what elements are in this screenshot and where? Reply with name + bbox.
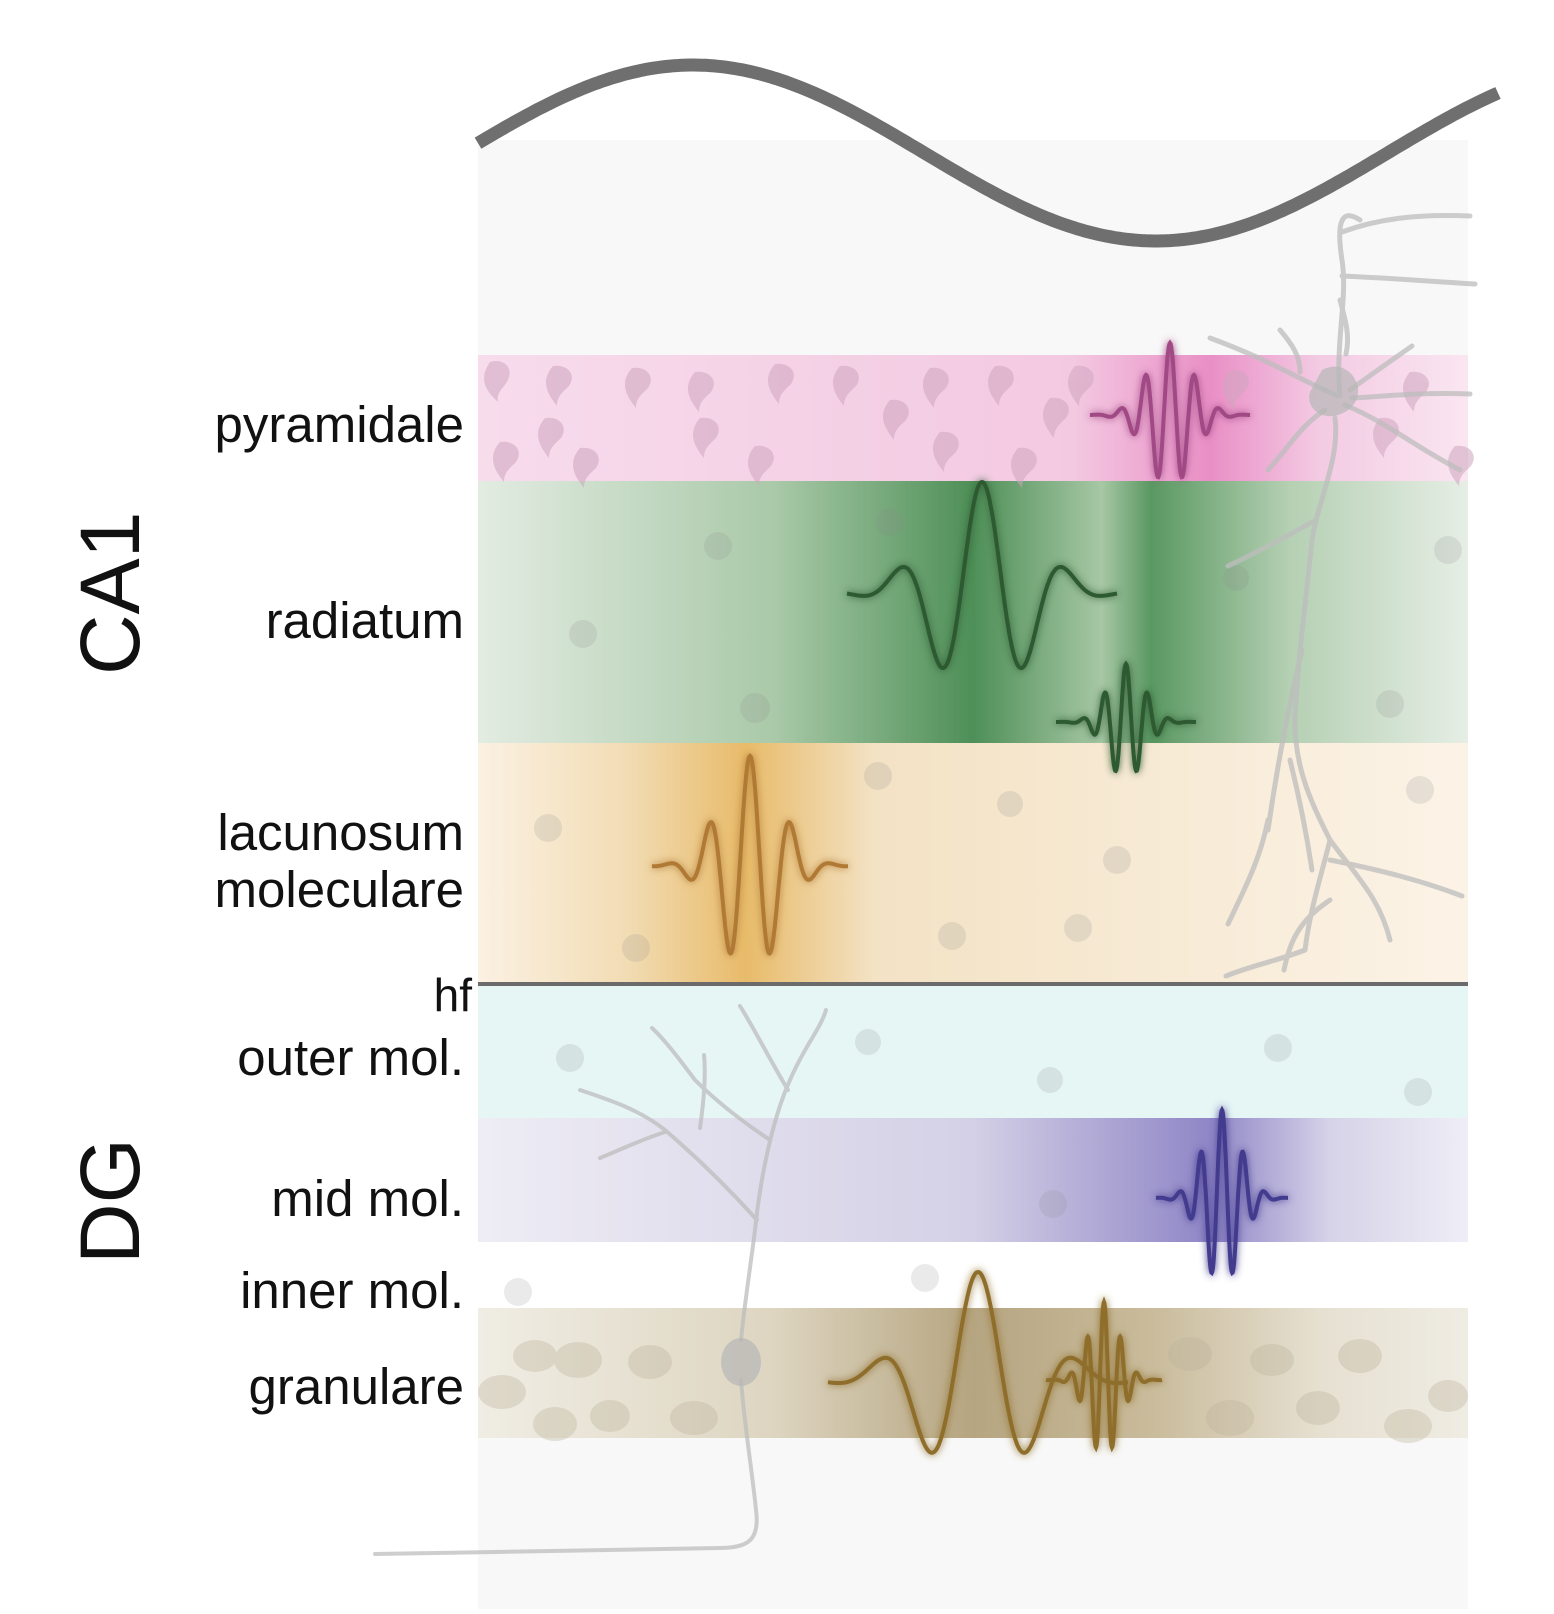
label-mid-mol: mid mol.	[271, 1170, 464, 1227]
label-pyramidale: pyramidale	[214, 396, 464, 453]
gamma-burst-pyramidale	[1090, 339, 1250, 480]
granule-cells	[478, 1337, 1468, 1443]
gamma-burst-mid-mol	[1156, 1105, 1288, 1277]
label-hf: hf	[433, 969, 472, 1021]
region-label-dg: DG	[63, 1138, 157, 1264]
region-label-ca1: CA1	[63, 511, 157, 675]
granule-soma	[721, 1338, 761, 1386]
band-outer-mol	[478, 986, 1468, 1118]
interneuron-dots	[504, 508, 1462, 1306]
band-granulare	[478, 1308, 1468, 1438]
label-outer-mol: outer mol.	[237, 1029, 464, 1086]
band-mid-mol	[478, 1118, 1468, 1242]
label-lacunosum-line1: lacunosum	[217, 804, 464, 861]
label-lacunosum-moleculare: lacunosum moleculare	[215, 804, 464, 918]
label-granulare: granulare	[248, 1358, 464, 1415]
granule-neuron	[373, 1004, 828, 1556]
gamma-burst-granulare-slow	[827, 1269, 1129, 1455]
label-lacunosum-line2: moleculare	[214, 861, 464, 919]
gamma-burst-lacunosum	[652, 753, 848, 956]
pyramidal-soma	[1309, 366, 1359, 417]
band-pyramidale	[478, 355, 1468, 481]
band-radiatum	[478, 481, 1468, 743]
label-inner-mol: inner mol.	[240, 1262, 464, 1319]
label-radiatum: radiatum	[265, 592, 464, 649]
pyramidal-neuron	[1207, 213, 1478, 979]
pyramidale-somata	[484, 360, 1474, 488]
gamma-burst-radiatum-slow	[846, 479, 1118, 671]
gamma-burst-granulare-fast	[1045, 1296, 1163, 1453]
theta-rhythm-wave	[474, 58, 1501, 248]
gamma-burst-radiatum-fast	[1056, 660, 1196, 774]
